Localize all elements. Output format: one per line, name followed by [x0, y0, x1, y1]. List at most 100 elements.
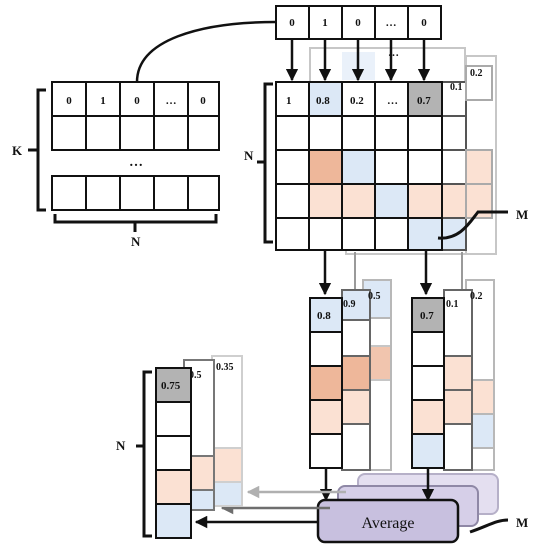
back-cell — [441, 115, 467, 151]
column-a: 0.8 — [309, 297, 343, 469]
m-label-score: M — [516, 207, 528, 222]
score-value: 0.2 — [350, 95, 364, 107]
col-a-cell — [309, 331, 343, 367]
memory-ellipsis: … — [129, 155, 143, 170]
col-a-cell — [309, 297, 343, 333]
memory-cell — [187, 81, 220, 117]
score-cell — [374, 149, 409, 185]
memory-cell — [119, 115, 155, 151]
back-cell — [465, 183, 493, 219]
col-b-cell — [411, 365, 445, 401]
back-cell — [443, 389, 473, 425]
col-b-cell — [411, 297, 445, 333]
n-label-result: N — [116, 438, 126, 453]
memory-value: 0 — [134, 95, 140, 107]
result-cell — [155, 401, 192, 437]
score-cell — [407, 183, 443, 219]
back-cell — [441, 149, 467, 185]
memory-cell — [85, 175, 121, 211]
score-cell — [308, 149, 343, 185]
back-value: 0.2 — [470, 68, 483, 79]
score-value: 1 — [286, 95, 292, 107]
back-value: 0.1 — [446, 299, 459, 310]
back-value: 0.9 — [343, 299, 356, 310]
column-a-back: 0.9 0.5 — [341, 279, 392, 471]
col-b-cell — [411, 399, 445, 435]
col-a-top-value: 0.8 — [317, 310, 331, 322]
n-bracket-result — [136, 370, 152, 538]
score-cell — [374, 81, 409, 117]
k-bracket — [28, 88, 46, 212]
score-cell — [341, 217, 376, 251]
score-cell — [308, 81, 343, 117]
score-cell — [275, 183, 310, 219]
memory-cell — [119, 81, 155, 117]
average-label: Average — [362, 515, 415, 532]
back-ellipsis: … — [388, 47, 399, 59]
back-cell — [341, 355, 371, 391]
mask-value: 0 — [289, 17, 295, 29]
score-cell — [308, 115, 343, 151]
score-cell — [275, 115, 310, 151]
memory-cell — [51, 175, 87, 211]
back-cell — [465, 149, 493, 185]
col-b-cell — [411, 433, 445, 469]
score-cell — [341, 115, 376, 151]
result-back: 0.5 0.35 — [183, 355, 243, 511]
result-top-value: 0.75 — [161, 380, 181, 392]
n-bracket-memory — [53, 214, 218, 232]
back-value: 0.2 — [470, 291, 483, 302]
score-value: 0.8 — [316, 95, 330, 107]
m-label-average: M — [516, 515, 528, 530]
m-curve-score — [437, 210, 508, 240]
memory-cell — [51, 115, 87, 151]
score-cell — [308, 183, 343, 219]
m-curve-average — [469, 518, 509, 534]
mask-value: 0 — [355, 17, 361, 29]
back-cell — [341, 289, 371, 321]
col-a-cell — [309, 399, 343, 435]
score-cell — [374, 115, 409, 151]
back-cell — [465, 65, 493, 101]
score-cell — [374, 217, 409, 251]
back-value: 0.5 — [189, 370, 202, 381]
n-bracket-score — [257, 82, 273, 244]
memory-value: 0 — [200, 95, 206, 107]
mask-connector — [135, 20, 277, 83]
memory-value: … — [166, 95, 177, 107]
score-cell — [308, 217, 343, 251]
mask-value: 1 — [322, 17, 328, 29]
back-cell — [443, 355, 473, 391]
memory-cell — [153, 115, 189, 151]
memory-cell — [187, 115, 220, 151]
col-b-cell — [411, 331, 445, 367]
result-cell — [155, 367, 192, 403]
score-cell — [341, 183, 376, 219]
k-label: K — [12, 143, 23, 158]
score-cell — [407, 115, 443, 151]
col-a-cell — [309, 365, 343, 401]
score-cell — [275, 149, 310, 185]
result-column: 0.75 — [155, 367, 192, 539]
mask-value: 0 — [421, 17, 427, 29]
score-value: … — [387, 95, 398, 107]
score-cell — [407, 217, 443, 251]
score-cell — [275, 217, 310, 251]
score-matrix: 1 0.8 0.2 … 0.7 — [275, 81, 443, 251]
n-label-score: N — [244, 148, 254, 163]
col-a-cell — [309, 433, 343, 469]
result-cell — [155, 435, 192, 471]
back-value: 0.1 — [450, 82, 463, 93]
score-cell — [407, 149, 443, 185]
back-cell — [341, 389, 371, 425]
back-value: 0.5 — [368, 291, 381, 302]
mask-value: … — [386, 17, 397, 29]
memory-matrix: 0 1 0 … 0 … — [51, 81, 220, 211]
mask-row: 0 1 0 … 0 — [275, 5, 442, 40]
score-cell — [275, 81, 310, 117]
result-cell — [155, 503, 192, 539]
back-cell — [211, 447, 243, 483]
memory-cell — [153, 175, 189, 211]
memory-cell — [187, 175, 220, 211]
mask-to-score-arrows — [285, 39, 431, 82]
